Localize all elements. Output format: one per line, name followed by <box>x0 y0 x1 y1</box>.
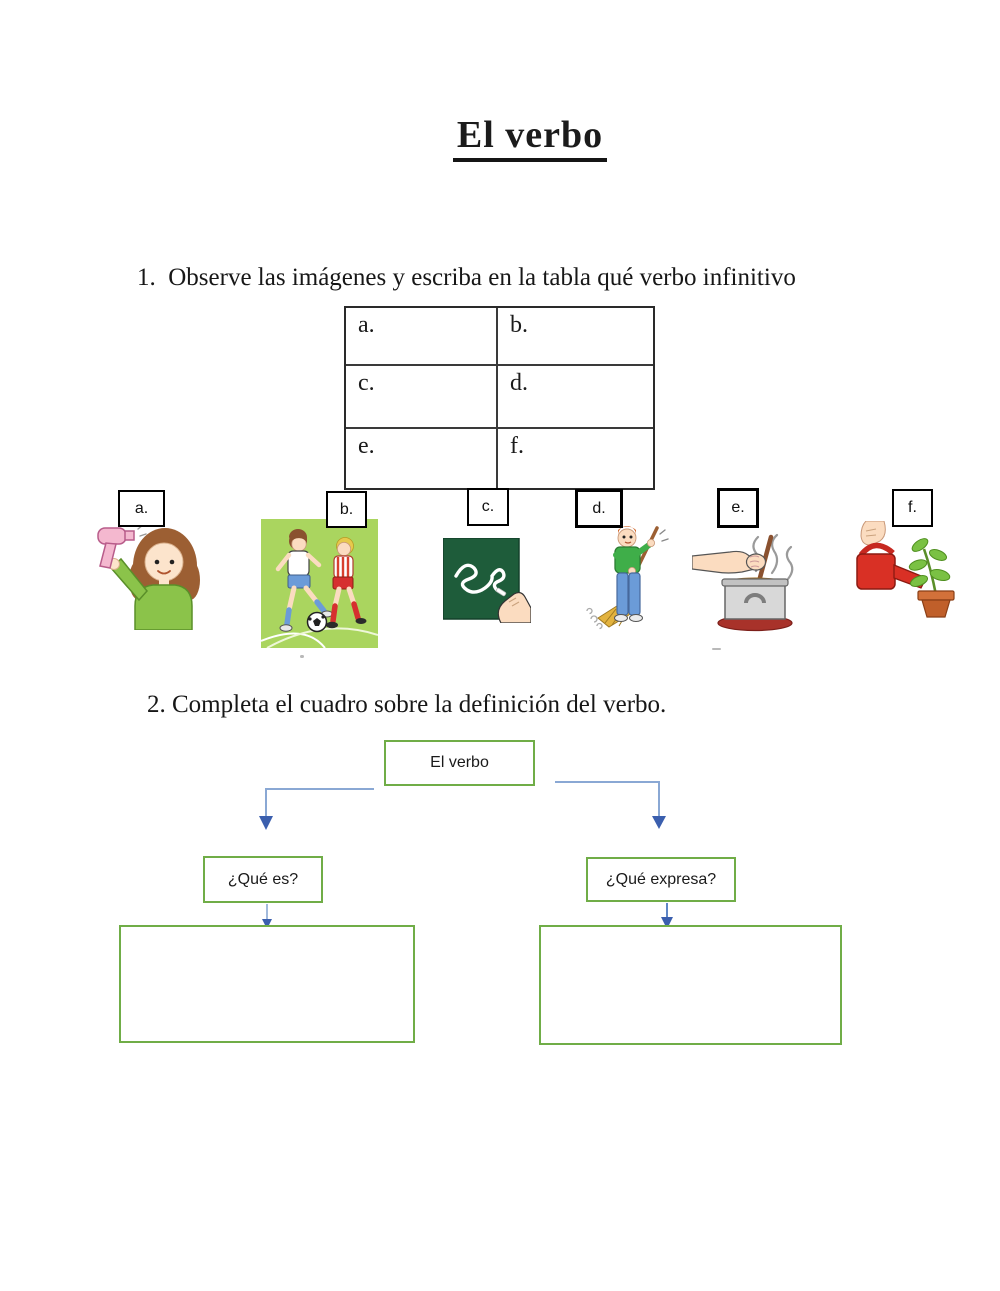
table-cell-d[interactable]: d. <box>498 366 653 429</box>
table-cell-c[interactable]: c. <box>346 366 498 429</box>
image-tag-c: c. <box>467 488 509 526</box>
image-tag-d: d. <box>575 489 623 528</box>
exercise1-instruction: 1. Observe las imágenes y escriba en la … <box>137 264 796 291</box>
image-tag-f: f. <box>892 489 933 527</box>
left-question-box: ¿Qué es? <box>203 856 323 903</box>
image-tag-b: b. <box>326 491 367 528</box>
right-question-label: ¿Qué expresa? <box>605 870 717 888</box>
writing-on-chalkboard-image <box>443 538 531 623</box>
image-tag-d-label: d. <box>592 499 606 517</box>
left-elbow-arrow-icon <box>259 788 374 830</box>
answer-table: a. b. c. d. e. f. <box>344 306 655 490</box>
exercise2-instruction: 2. Completa el cuadro sobre la definició… <box>147 691 667 718</box>
diagram-root-label: El verbo <box>430 754 489 771</box>
cell-label-a: a. <box>358 312 375 338</box>
page-title: El verbo <box>452 113 608 162</box>
right-question-box: ¿Qué expresa? <box>586 857 736 902</box>
cell-label-f: f. <box>510 433 524 459</box>
left-down-arrow-icon <box>262 904 272 929</box>
image-tag-e: e. <box>717 488 759 528</box>
right-elbow-arrow-icon <box>555 781 666 829</box>
image-tag-b-label: b. <box>339 500 354 518</box>
page-title-wrap: El verbo <box>30 113 1000 162</box>
scan-artifact-dash <box>712 648 721 650</box>
right-down-arrow-icon <box>661 903 673 929</box>
image-tag-e-label: e. <box>731 499 745 516</box>
table-cell-e[interactable]: e. <box>346 429 498 488</box>
table-cell-b[interactable]: b. <box>498 308 653 366</box>
cooking-stirring-pot-image <box>692 533 794 632</box>
playing-soccer-image <box>261 519 378 648</box>
cell-label-d: d. <box>510 370 528 396</box>
right-answer-box[interactable] <box>539 925 842 1045</box>
left-answer-box[interactable] <box>119 925 415 1043</box>
diagram-root-box: El verbo <box>384 740 535 786</box>
table-cell-f[interactable]: f. <box>498 429 653 488</box>
left-question-label: ¿Qué es? <box>227 870 299 888</box>
cell-label-c: c. <box>358 370 375 396</box>
scan-artifact-dot <box>300 655 304 658</box>
image-tag-a-label: a. <box>134 499 149 517</box>
watering-plant-image <box>856 521 955 618</box>
image-tag-c-label: c. <box>481 498 495 515</box>
table-cell-a[interactable]: a. <box>346 308 498 366</box>
image-tag-a: a. <box>118 490 165 527</box>
image-tag-f-label: f. <box>908 499 917 516</box>
cell-label-e: e. <box>358 433 375 459</box>
cell-label-b: b. <box>510 312 528 338</box>
drying-hair-image <box>97 524 200 630</box>
sweeping-image <box>586 526 669 630</box>
